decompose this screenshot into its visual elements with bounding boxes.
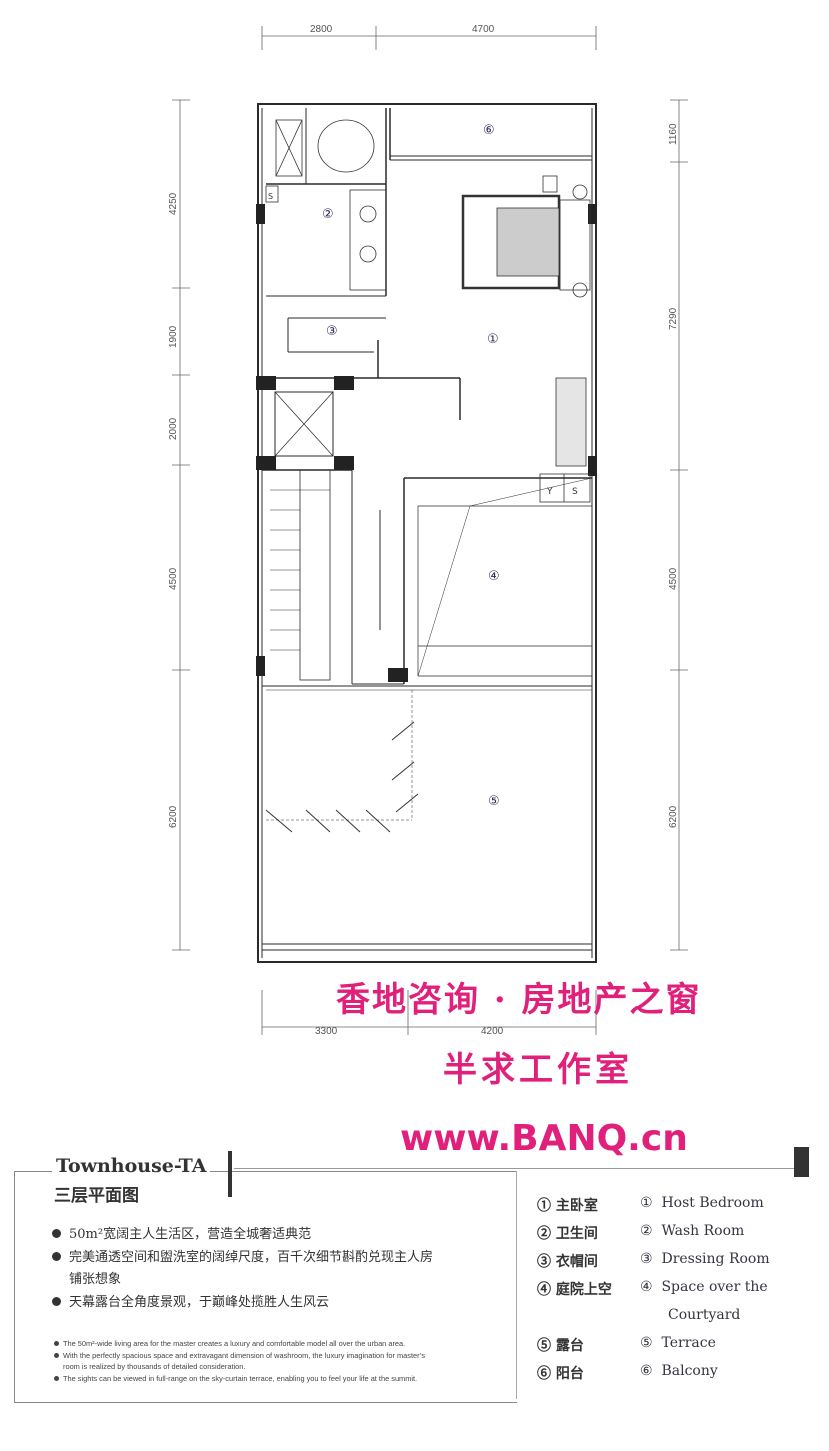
legend-zh-2: ② 卫生间 [537,1224,598,1244]
furniture [265,119,591,503]
legend-zh-text-3: 衣帽间 [555,1254,598,1270]
legend-en-text-3: Dressing Room [661,1251,770,1267]
legend-zh-4: ④ 庭院上空 [537,1280,612,1300]
watermark-line-2: 半求工作室 [443,1050,633,1090]
legend-num-5: ⑤ [537,1338,551,1354]
legend-en-6: ⑥ Balcony [640,1361,718,1381]
legend-en-text-4: Space over the [661,1279,768,1295]
legend-en-num-6: ⑥ [640,1363,653,1379]
legend-zh-text-5: 露台 [555,1338,584,1354]
room-label-terrace: ⑤ [488,794,500,809]
dim-left-2: 1900 [168,325,179,348]
legend-en-text-5: Terrace [661,1335,716,1351]
watermark-url: www.BANQ.cn [400,1118,688,1159]
room-label-host-bedroom: ① [487,332,499,347]
legend-en-2: ② Wash Room [640,1221,744,1241]
legend-num-6: ⑥ [537,1366,551,1382]
legend-en-1: ① Host Bedroom [640,1193,764,1213]
legend-en-text-1: Host Bedroom [661,1195,764,1211]
legend-en-text-2: Wash Room [661,1223,745,1239]
dim-left-3: 2000 [168,417,179,440]
en-point-2-cont: room is realized by thousands of detaile… [63,1362,246,1371]
fixture-s-right: S [572,487,578,497]
dim-right-3: 4500 [668,567,679,590]
legend-en-num-3: ③ [640,1251,653,1267]
en-point-3-text: The sights can be viewed in full-range o… [63,1374,418,1383]
room-label-balcony: ⑥ [483,123,495,138]
card-title-zh: 三层平面图 [54,1186,139,1206]
legend-num-3: ③ [537,1254,551,1270]
legend-en-text-6: Balcony [661,1363,718,1379]
zh-point-2-text: 完美通透空间和盥洗室的阔绰尺度，百千次细节斟酌兑现主人房 [69,1250,434,1265]
zh-point-2: 完美通透空间和盥洗室的阔绰尺度，百千次细节斟酌兑现主人房 [52,1247,433,1269]
en-point-1: The 50m²-wide living area for the master… [54,1338,524,1349]
dim-top-1: 2800 [310,24,333,35]
room-label-courtyard: ④ [488,569,500,584]
legend-zh-text-6: 阳台 [555,1366,584,1382]
card-frame [14,1171,517,1403]
legend-zh-text-4: 庭院上空 [555,1282,612,1298]
bullet-dot [52,1297,61,1306]
en-point-2: With the perfectly spacious space and ex… [54,1350,524,1361]
room-label-wash-room: ② [322,207,334,222]
legend-en-num-1: ① [640,1195,653,1211]
pergola-slats [265,721,419,833]
dim-right-4: 6200 [668,805,679,828]
top-rule [234,1168,794,1169]
en-point-2-text: With the perfectly spacious space and ex… [63,1351,426,1360]
legend-num-2: ② [537,1226,551,1242]
legend-en-4: ④ Space over the [640,1277,768,1297]
zh-point-1-text: 50m²宽阔主人生活区，营造全城奢适典范 [69,1227,312,1242]
fixture-s-top: S [268,192,273,201]
fixture-y: Y [546,487,553,497]
dim-top-2: 4700 [472,24,495,35]
zh-point-3: 天幕露台全角度景观，于巅峰处揽胜人生风云 [52,1292,329,1314]
room-label-dressing-room: ③ [326,324,338,339]
legend-num-1: ① [537,1198,551,1214]
legend-num-4: ④ [537,1282,551,1298]
info-card: Townhouse-TA 三层平面图 50m²宽阔主人生活区，营造全城奢适典范 … [14,1147,810,1408]
walls [257,103,597,963]
legend-zh-6: ⑥ 阳台 [537,1364,584,1384]
legend-en-3: ③ Dressing Room [640,1249,770,1269]
corner-block [794,1147,809,1177]
title-bar [228,1151,232,1197]
dimension-lines [172,26,688,1035]
bullet-dot [52,1229,61,1238]
legend-en-5: ⑤ Terrace [640,1333,716,1353]
en-point-3: The sights can be viewed in full-range o… [54,1373,524,1384]
legend-zh-3: ③ 衣帽间 [537,1252,598,1272]
dim-left-4: 4500 [168,567,179,590]
dim-right-1: 1160 [668,123,679,145]
legend-zh-text-2: 卫生间 [555,1226,598,1242]
zh-point-1: 50m²宽阔主人生活区，营造全城奢适典范 [52,1224,311,1246]
dimension-labels: 2800 4700 3300 4200 4250 1900 2000 4500 … [168,24,679,1037]
legend-en-4-cont: Courtyard [668,1307,741,1323]
legend-zh-5: ⑤ 露台 [537,1336,584,1356]
bullet-dot [54,1376,59,1381]
bullet-dot [54,1353,59,1358]
bullet-dot [52,1252,61,1261]
dim-left-1: 4250 [168,192,179,215]
floor-plan: 2800 4700 3300 4200 4250 1900 2000 4500 … [168,24,688,1037]
dim-bottom-2: 4200 [481,1026,504,1037]
watermark-line-1: 香地咨询 · 房地产之窗 [336,980,702,1020]
legend-zh-1: ① 主卧室 [537,1196,598,1216]
zh-point-3-text: 天幕露台全角度景观，于巅峰处揽胜人生风云 [69,1295,330,1310]
legend-en-num-4: ④ [640,1279,653,1295]
en-point-1-text: The 50m²-wide living area for the master… [63,1339,406,1348]
dim-bottom-1: 3300 [315,1026,338,1037]
dim-left-5: 6200 [168,805,179,828]
legend-en-num-2: ② [640,1223,653,1239]
legend-divider [516,1171,517,1399]
zh-point-2-cont: 铺张想象 [69,1272,122,1287]
card-title-en: Townhouse-TA [52,1155,211,1177]
legend-en-num-5: ⑤ [640,1335,653,1351]
legend-zh-text-1: 主卧室 [555,1198,598,1214]
columns [256,204,597,682]
dim-right-2: 7290 [668,307,679,330]
bullet-dot [54,1341,59,1346]
